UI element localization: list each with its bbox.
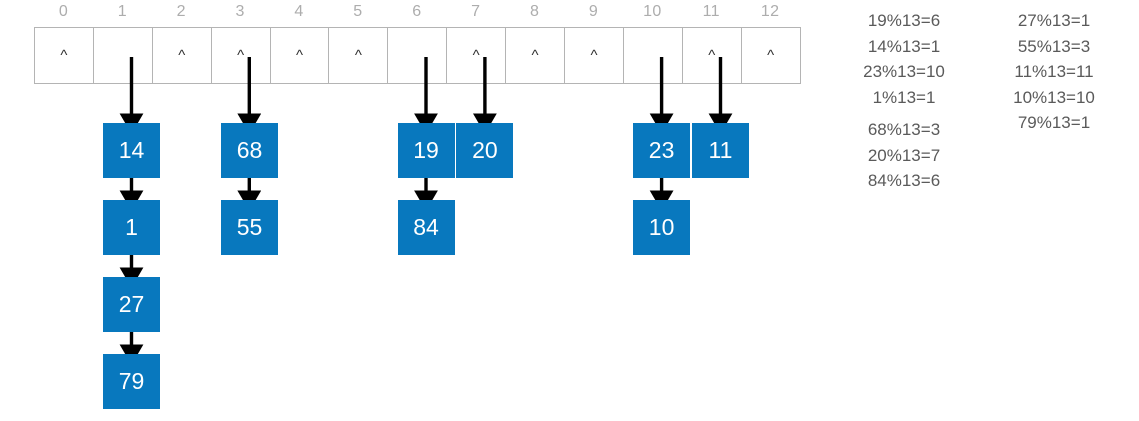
bucket-cell-1[interactable] bbox=[94, 28, 153, 83]
bucket-index-4: 4 bbox=[294, 3, 304, 20]
null-pointer-icon: ^ bbox=[708, 47, 716, 64]
formula-line: 55%13=3 bbox=[1017, 36, 1091, 56]
bucket-cell-row: ^ ^ ^ ^ ^ ^ ^ ^ ^ bbox=[34, 27, 801, 84]
null-pointer-icon: ^ bbox=[178, 47, 186, 64]
bucket-cell-3[interactable]: ^ bbox=[212, 28, 271, 83]
bucket-cell-0[interactable]: ^ bbox=[35, 28, 94, 83]
bucket-index-1: 1 bbox=[117, 3, 127, 20]
null-pointer-icon: ^ bbox=[472, 47, 480, 64]
formula-line: 1%13=1 bbox=[872, 87, 936, 107]
bucket-index-11: 11 bbox=[702, 3, 720, 20]
formula-line: 10%13=10 bbox=[1013, 87, 1095, 107]
bucket-cell-9[interactable]: ^ bbox=[565, 28, 624, 83]
chain-node[interactable]: 27 bbox=[103, 277, 160, 332]
bucket-cell-11[interactable]: ^ bbox=[683, 28, 742, 83]
formula-line: 14%13=1 bbox=[867, 36, 941, 56]
null-pointer-icon: ^ bbox=[354, 47, 362, 64]
bucket-cell-10[interactable] bbox=[624, 28, 683, 83]
bucket-cell-5[interactable]: ^ bbox=[329, 28, 389, 83]
bucket-index-12: 12 bbox=[760, 3, 780, 20]
bucket-index-0: 0 bbox=[58, 3, 69, 20]
bucket-index-7: 7 bbox=[471, 3, 481, 20]
null-pointer-icon: ^ bbox=[531, 47, 539, 64]
null-pointer-icon: ^ bbox=[60, 47, 68, 64]
chain-node[interactable]: 79 bbox=[103, 354, 160, 409]
hash-table: 0 1 2 3 4 5 6 7 8 9 10 11 12 ^ ^ ^ ^ ^ bbox=[34, 0, 801, 100]
null-pointer-icon: ^ bbox=[295, 47, 304, 64]
formula-line: 11%13=11 bbox=[1014, 62, 1094, 81]
formula-line: 19%13=6 bbox=[867, 11, 941, 30]
chain-node[interactable]: 68 bbox=[221, 123, 278, 178]
formula-line: 20%13=7 bbox=[867, 145, 941, 165]
chain-node[interactable]: 11 bbox=[692, 123, 749, 178]
formula-line: 68%13=3 bbox=[867, 120, 941, 139]
bucket-index-row: 0 1 2 3 4 5 6 7 8 9 10 11 12 bbox=[34, 0, 800, 27]
bucket-cell-2[interactable]: ^ bbox=[153, 28, 212, 83]
bucket-index-10: 10 bbox=[643, 3, 662, 20]
formula-line: 79%13=1 bbox=[1017, 113, 1091, 132]
chain-node[interactable]: 10 bbox=[633, 200, 691, 255]
chain-node[interactable]: 23 bbox=[633, 123, 691, 178]
bucket-cell-8[interactable]: ^ bbox=[506, 28, 566, 83]
chain-node[interactable]: 55 bbox=[221, 200, 278, 255]
bucket-cell-4[interactable]: ^ bbox=[271, 28, 330, 83]
formula-column-left: 19%13=6 14%13=1 23%13=10 1%13=1 68%13=3 … bbox=[840, 8, 968, 194]
chain-node[interactable]: 14 bbox=[103, 123, 160, 178]
bucket-index-3: 3 bbox=[235, 3, 245, 20]
bucket-index-9: 9 bbox=[588, 3, 599, 20]
chain-node[interactable]: 84 bbox=[397, 200, 455, 255]
chain-node[interactable]: 20 bbox=[456, 123, 514, 178]
formula-column-right: 27%13=1 55%13=3 11%13=11 10%13=10 79%13=… bbox=[990, 8, 1118, 194]
null-pointer-icon: ^ bbox=[237, 47, 245, 64]
formula-line: 23%13=10 bbox=[863, 62, 945, 81]
bucket-cell-12[interactable]: ^ bbox=[742, 28, 801, 83]
bucket-cell-6[interactable] bbox=[388, 28, 448, 83]
null-pointer-icon: ^ bbox=[590, 47, 598, 64]
null-pointer-icon: ^ bbox=[767, 47, 775, 64]
bucket-index-8: 8 bbox=[529, 3, 540, 20]
hash-formula-panel: 19%13=6 14%13=1 23%13=10 1%13=1 68%13=3 … bbox=[840, 8, 1130, 194]
bucket-index-2: 2 bbox=[176, 3, 186, 20]
bucket-index-5: 5 bbox=[353, 3, 363, 20]
chain-node[interactable]: 19 bbox=[397, 123, 455, 178]
bucket-index-6: 6 bbox=[412, 3, 422, 20]
formula-line: 84%13=6 bbox=[867, 171, 941, 190]
bucket-cell-7[interactable]: ^ bbox=[447, 28, 507, 83]
chain-node[interactable]: 1 bbox=[103, 200, 160, 255]
formula-line: 27%13=1 bbox=[1017, 11, 1091, 30]
